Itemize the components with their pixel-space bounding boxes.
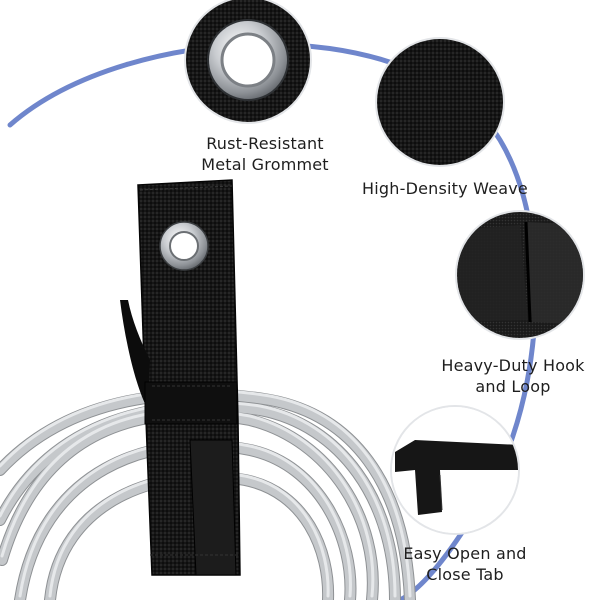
callout-tab-label: Easy Open and Close Tab bbox=[395, 543, 535, 585]
storage-strap bbox=[120, 179, 241, 576]
callout-grommet-line2: Metal Grommet bbox=[201, 155, 329, 174]
callout-tab-line2: Close Tab bbox=[426, 565, 504, 584]
grommet bbox=[159, 221, 209, 271]
inset-weave bbox=[375, 37, 505, 167]
inset-grommet bbox=[184, 0, 312, 124]
callout-grommet-line1: Rust-Resistant bbox=[206, 134, 324, 153]
inset-hook-and-loop bbox=[455, 210, 585, 340]
callout-weave-label: High-Density Weave bbox=[355, 178, 535, 199]
callout-hook-line2: and Loop bbox=[475, 377, 551, 396]
inset-tab bbox=[390, 405, 520, 535]
callout-tab-line1: Easy Open and bbox=[403, 544, 527, 563]
callout-hook-label: Heavy-Duty Hook and Loop bbox=[433, 355, 593, 397]
callout-weave-line1: High-Density Weave bbox=[362, 179, 528, 198]
callout-grommet-label: Rust-Resistant Metal Grommet bbox=[185, 133, 345, 175]
callout-hook-line1: Heavy-Duty Hook bbox=[441, 356, 585, 375]
